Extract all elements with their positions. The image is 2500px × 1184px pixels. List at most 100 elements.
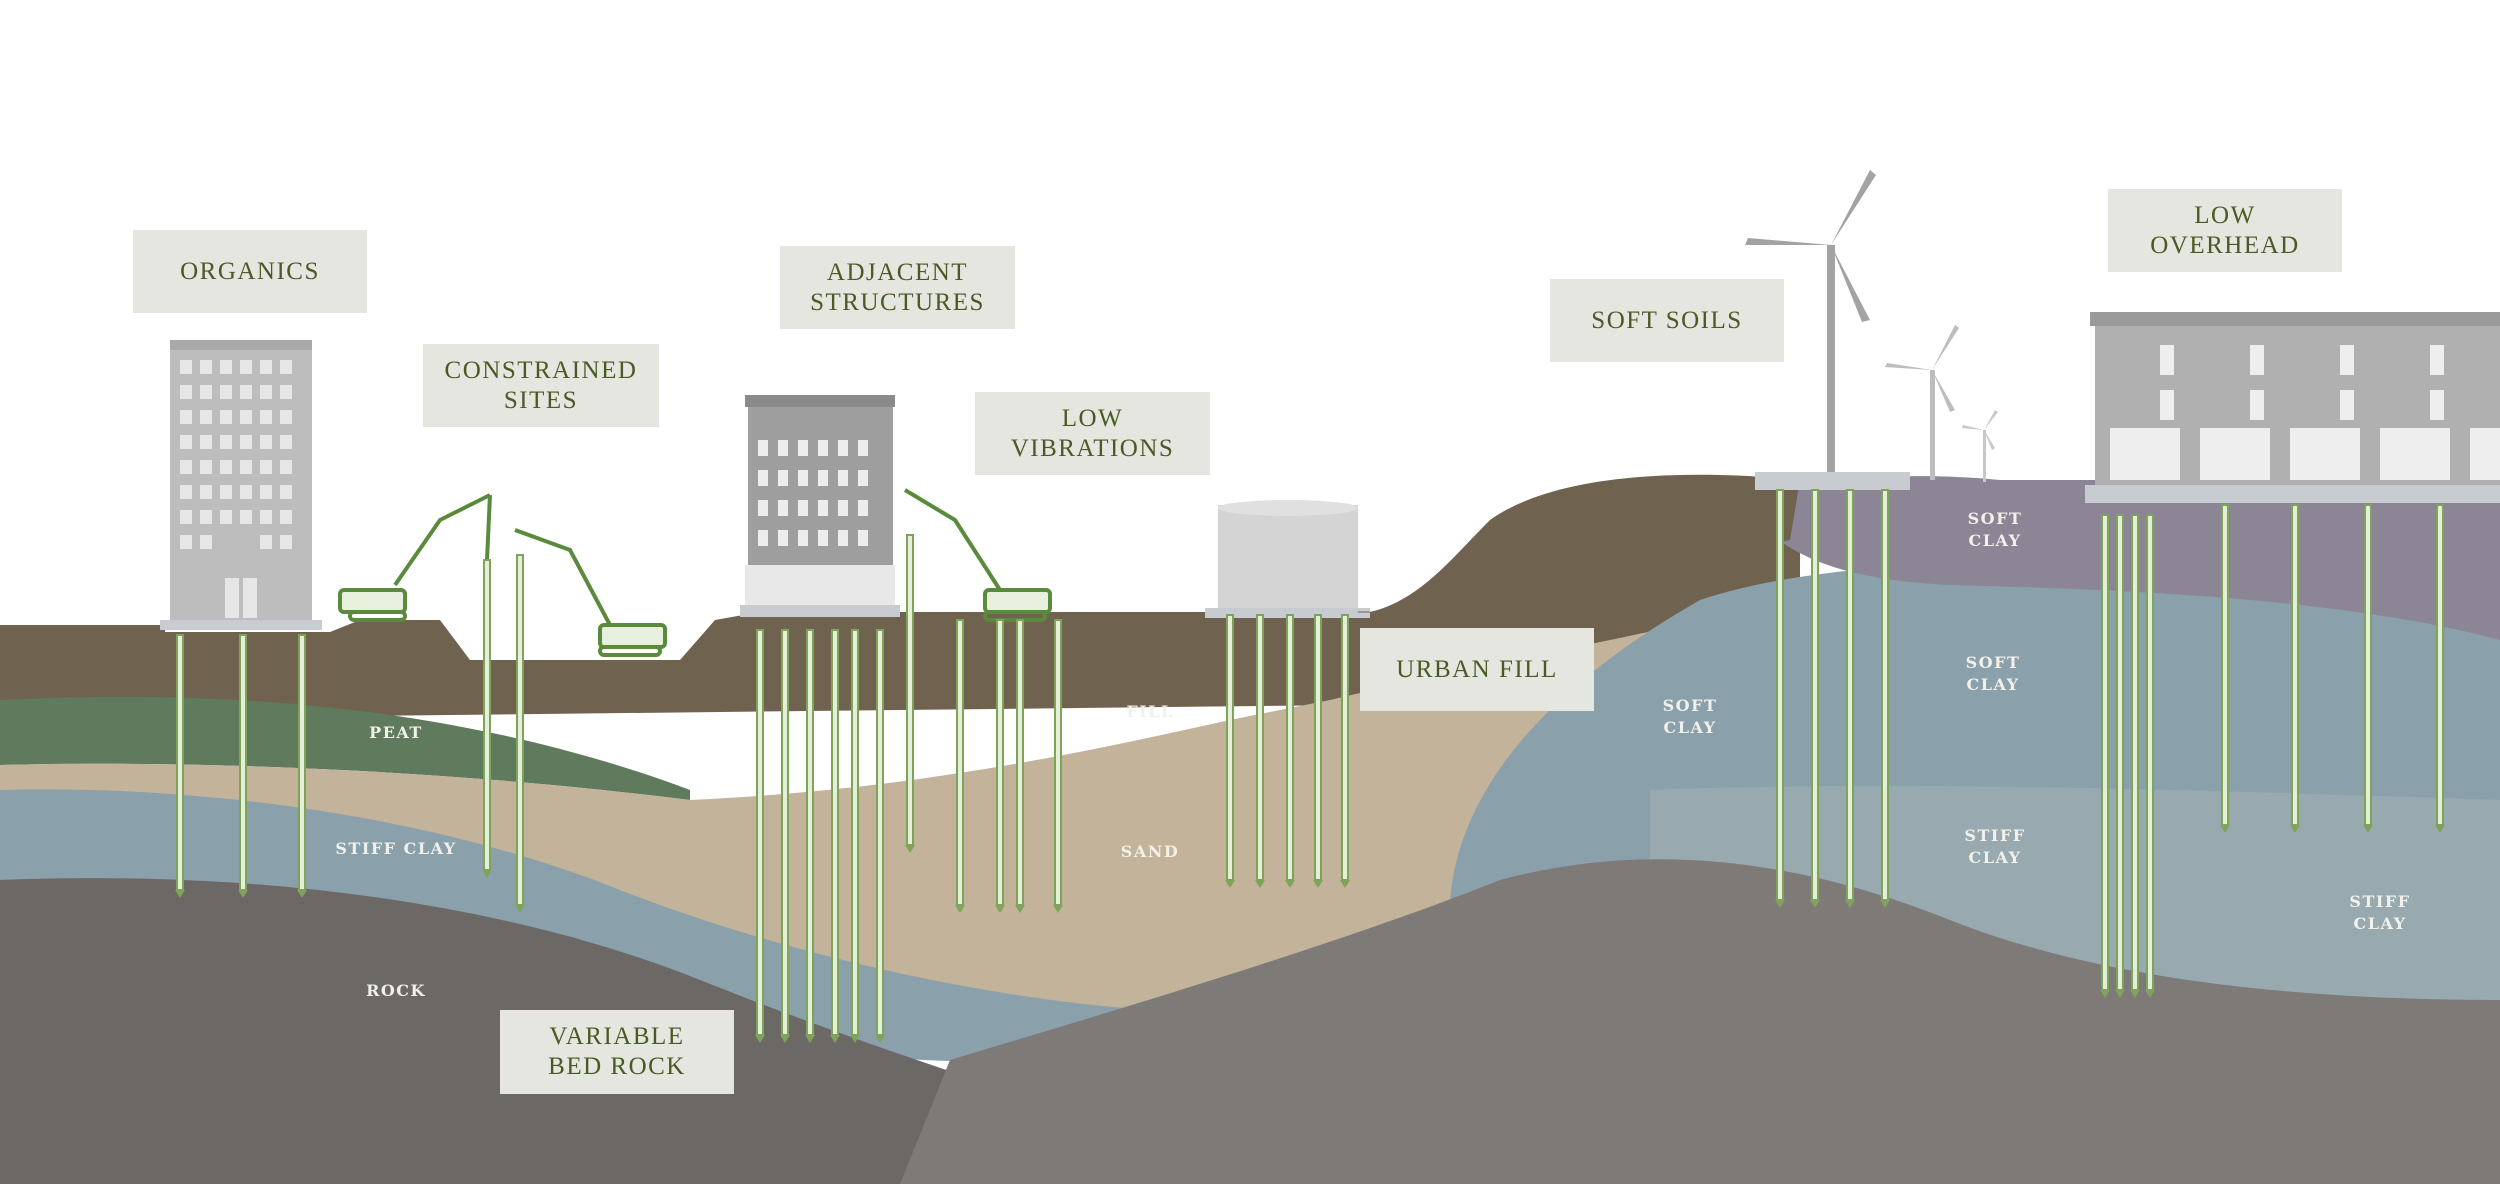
soil-label-rock: ROCK <box>366 981 426 1000</box>
callout-constrained-sites: CONSTRAINED SITES <box>423 344 659 427</box>
pile-tip <box>1880 900 1890 908</box>
mid-building <box>740 395 900 617</box>
stiff-clay-left-layer <box>0 789 1150 1063</box>
pile <box>1286 614 1294 881</box>
pile <box>483 559 491 871</box>
pile <box>1016 619 1024 906</box>
pile <box>239 634 247 891</box>
excavator-left <box>338 493 492 622</box>
pile-tip <box>2100 990 2110 998</box>
pile-tip <box>830 1035 840 1043</box>
pile <box>2116 514 2124 991</box>
pile-tip <box>2290 825 2300 833</box>
callout-adjacent-structures: ADJACENT STRUCTURES <box>780 246 1015 329</box>
soil-label-soft-clay-mid: SOFT CLAY <box>1662 696 1718 737</box>
rock-right-layer <box>900 859 2500 1184</box>
pile-tip <box>175 890 185 898</box>
pile-tip <box>1845 900 1855 908</box>
pile <box>516 554 524 906</box>
pile-tip <box>2220 825 2230 833</box>
soil-label-soft-clay-right-top: SOFT CLAY <box>1967 509 2023 550</box>
pile <box>996 619 1004 906</box>
structures <box>160 170 2500 657</box>
pile <box>831 629 839 1036</box>
pile-tip <box>1015 905 1025 913</box>
pile-tip <box>1313 880 1323 888</box>
pile-tip <box>2363 825 2373 833</box>
pile-tip <box>780 1035 790 1043</box>
pile-tip <box>238 890 248 898</box>
callout-low-vibrations: LOW VIBRATIONS <box>975 392 1210 475</box>
pile <box>756 629 764 1036</box>
pile <box>1314 614 1322 881</box>
excavator-right <box>514 528 667 657</box>
soil-label-peat: PEAT <box>369 723 423 742</box>
pile <box>1226 614 1234 881</box>
pile <box>2101 514 2109 991</box>
pile <box>298 634 306 891</box>
pile <box>2364 504 2372 826</box>
pile <box>1341 614 1349 881</box>
pile-tip <box>755 1035 765 1043</box>
pile-tip <box>995 905 1005 913</box>
soil-label-stiff-clay-left: STIFF CLAY <box>335 839 457 858</box>
tall-building-left <box>160 340 322 630</box>
storage-tank <box>1205 500 1370 618</box>
pile <box>1846 489 1854 901</box>
soil-label-stiff-clay-far-right: STIFF CLAY <box>2349 892 2411 933</box>
pile-tip <box>515 905 525 913</box>
wind-turbine-small <box>1962 410 1998 482</box>
pile <box>2291 504 2299 826</box>
pile-tip <box>955 905 965 913</box>
wind-turbine-medium <box>1885 325 1959 480</box>
pile <box>806 629 814 1036</box>
right-building <box>2085 312 2500 503</box>
topsoil-layer <box>0 474 1800 720</box>
pile <box>2131 514 2139 991</box>
pile <box>2436 504 2444 826</box>
pile <box>906 534 914 846</box>
pile <box>176 634 184 891</box>
soil-label-soft-clay-right-mid: SOFT CLAY <box>1965 653 2021 694</box>
pile-tip <box>1285 880 1295 888</box>
callout-urban-fill: URBAN FILL <box>1360 628 1594 711</box>
pile-tip <box>482 870 492 878</box>
pile-tip <box>850 1035 860 1043</box>
pile-tip <box>1053 905 1063 913</box>
pile-tip <box>297 890 307 898</box>
soil-label-sand: SAND <box>1120 842 1180 861</box>
soil-label-fill: FILL <box>1126 702 1174 721</box>
pile-tip <box>1340 880 1350 888</box>
piles <box>175 489 2445 1043</box>
pile-tip <box>875 1035 885 1043</box>
pile <box>851 629 859 1036</box>
excavator-center <box>903 488 1052 622</box>
pile <box>2221 504 2229 826</box>
pile-tip <box>1775 900 1785 908</box>
callout-organics: ORGANICS <box>133 230 367 313</box>
pile <box>876 629 884 1036</box>
pile <box>1776 489 1784 901</box>
pile <box>781 629 789 1036</box>
callout-soft-soils: SOFT SOILS <box>1550 279 1784 362</box>
callout-low-overhead: LOW OVERHEAD <box>2108 189 2342 272</box>
pile-tip <box>2435 825 2445 833</box>
pile <box>1256 614 1264 881</box>
wind-turbine-large <box>1745 170 1910 490</box>
pile-tip <box>1810 900 1820 908</box>
pile <box>2146 514 2154 991</box>
pile-tip <box>1255 880 1265 888</box>
pile-tip <box>2145 990 2155 998</box>
pile-tip <box>2130 990 2140 998</box>
hill-layer <box>1370 476 1800 640</box>
pile <box>956 619 964 906</box>
pile <box>1881 489 1889 901</box>
callout-variable-bed-rock: VARIABLE BED ROCK <box>500 1010 734 1094</box>
pile-tip <box>805 1035 815 1043</box>
pile <box>1054 619 1062 906</box>
pile-tip <box>905 845 915 853</box>
soil-label-stiff-clay-right: STIFF CLAY <box>1964 826 2026 867</box>
pile-tip <box>1225 880 1235 888</box>
pile-tip <box>2115 990 2125 998</box>
